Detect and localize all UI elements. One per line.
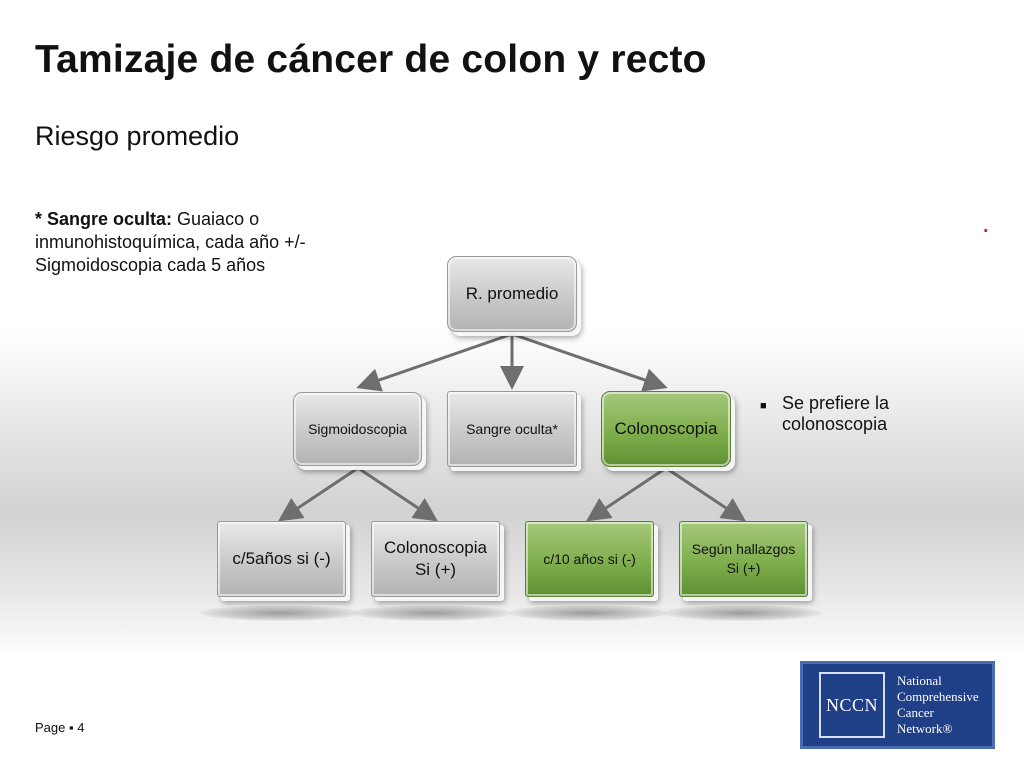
node-colonoscopia-pos-line1: Colonoscopia [383,538,487,557]
page-number: 4 [77,720,85,735]
node-sangre-oculta: Sangre oculta* [447,391,577,467]
note-line2: inmunohistoquímica, cada año +/- [35,232,306,252]
node-colonoscopia-label: Colonoscopia [614,419,718,438]
node-c10-line1: c/10 años si (-) [543,551,636,567]
arrow-root-to-sigmoidoscopia [356,332,513,392]
note-line1: Guaiaco o [172,209,260,229]
shadow-c5 [200,605,360,621]
bullet-preference: ■ Se prefiere la colonoscopia [760,393,960,435]
arrow-colono-to-c10 [586,466,667,522]
logo-line2: Comprehensive [897,689,979,704]
arrow-sigmo-to-c5 [278,466,359,522]
logo-line4: Network® [897,721,953,736]
node-sigmoidoscopia-label: Sigmoidoscopia [308,421,407,437]
node-segun-hallazgos-line2: Si (+) [726,560,761,576]
arrow-root-to-colonoscopia [511,332,668,392]
node-riesgo-promedio: R. promedio [447,256,577,332]
node-root-label: R. promedio [465,284,559,303]
slide-subtitle: Riesgo promedio [35,121,240,151]
nccn-logo-text: National Comprehensive Cancer Network® [897,673,979,737]
node-sangre-oculta-label: Sangre oculta* [466,421,558,437]
nccn-logo-mark: NCCN [819,672,885,738]
arrow-colono-to-segun-hallazgos [665,466,746,522]
node-colonoscopia: Colonoscopia [601,391,731,467]
node-colonoscopia-si-pos: Colonoscopia Si (+) [371,521,500,597]
node-colonoscopia-pos-line2: Si (+) [414,560,457,579]
shadow-colonoscopia-pos [352,605,512,621]
bullet-square-icon: ■ [760,400,767,412]
slide-title: Tamizaje de cáncer de colon y recto [35,38,707,81]
note-bold-label: * Sangre oculta: [35,209,173,229]
nccn-logo: NCCN National Comprehensive Cancer Netwo… [800,661,995,749]
node-c10-anos: c/10 años si (-) [525,521,654,597]
stray-dot: . [983,215,989,237]
node-segun-hallazgos-line1: Según hallazgos [691,541,796,557]
node-sigmoidoscopia: Sigmoidoscopia [293,392,422,466]
page-label: Page [35,720,66,735]
shadow-c10 [508,605,668,621]
bullet-text-line1: Se prefiere la [782,393,890,413]
page-separator: ▪ [69,720,74,735]
logo-line3: Cancer [897,705,934,720]
bullet-text-line2: colonoscopia [782,414,888,434]
node-segun-hallazgos: Según hallazgos Si (+) [679,521,808,597]
occult-blood-note: * Sangre oculta: Guaiaco o inmunohistoqu… [35,208,365,277]
note-line3: Sigmoidoscopia cada 5 años [35,255,266,275]
shadow-segun-hallazgos [662,605,822,621]
logo-line1: National [897,673,942,688]
node-c5-anos: c/5años si (-) [217,521,346,597]
page-footer: Page ▪ 4 [35,720,84,735]
arrow-sigmo-to-colonoscopia-pos [357,466,438,522]
node-c5-line1: c/5años si (-) [232,549,331,568]
